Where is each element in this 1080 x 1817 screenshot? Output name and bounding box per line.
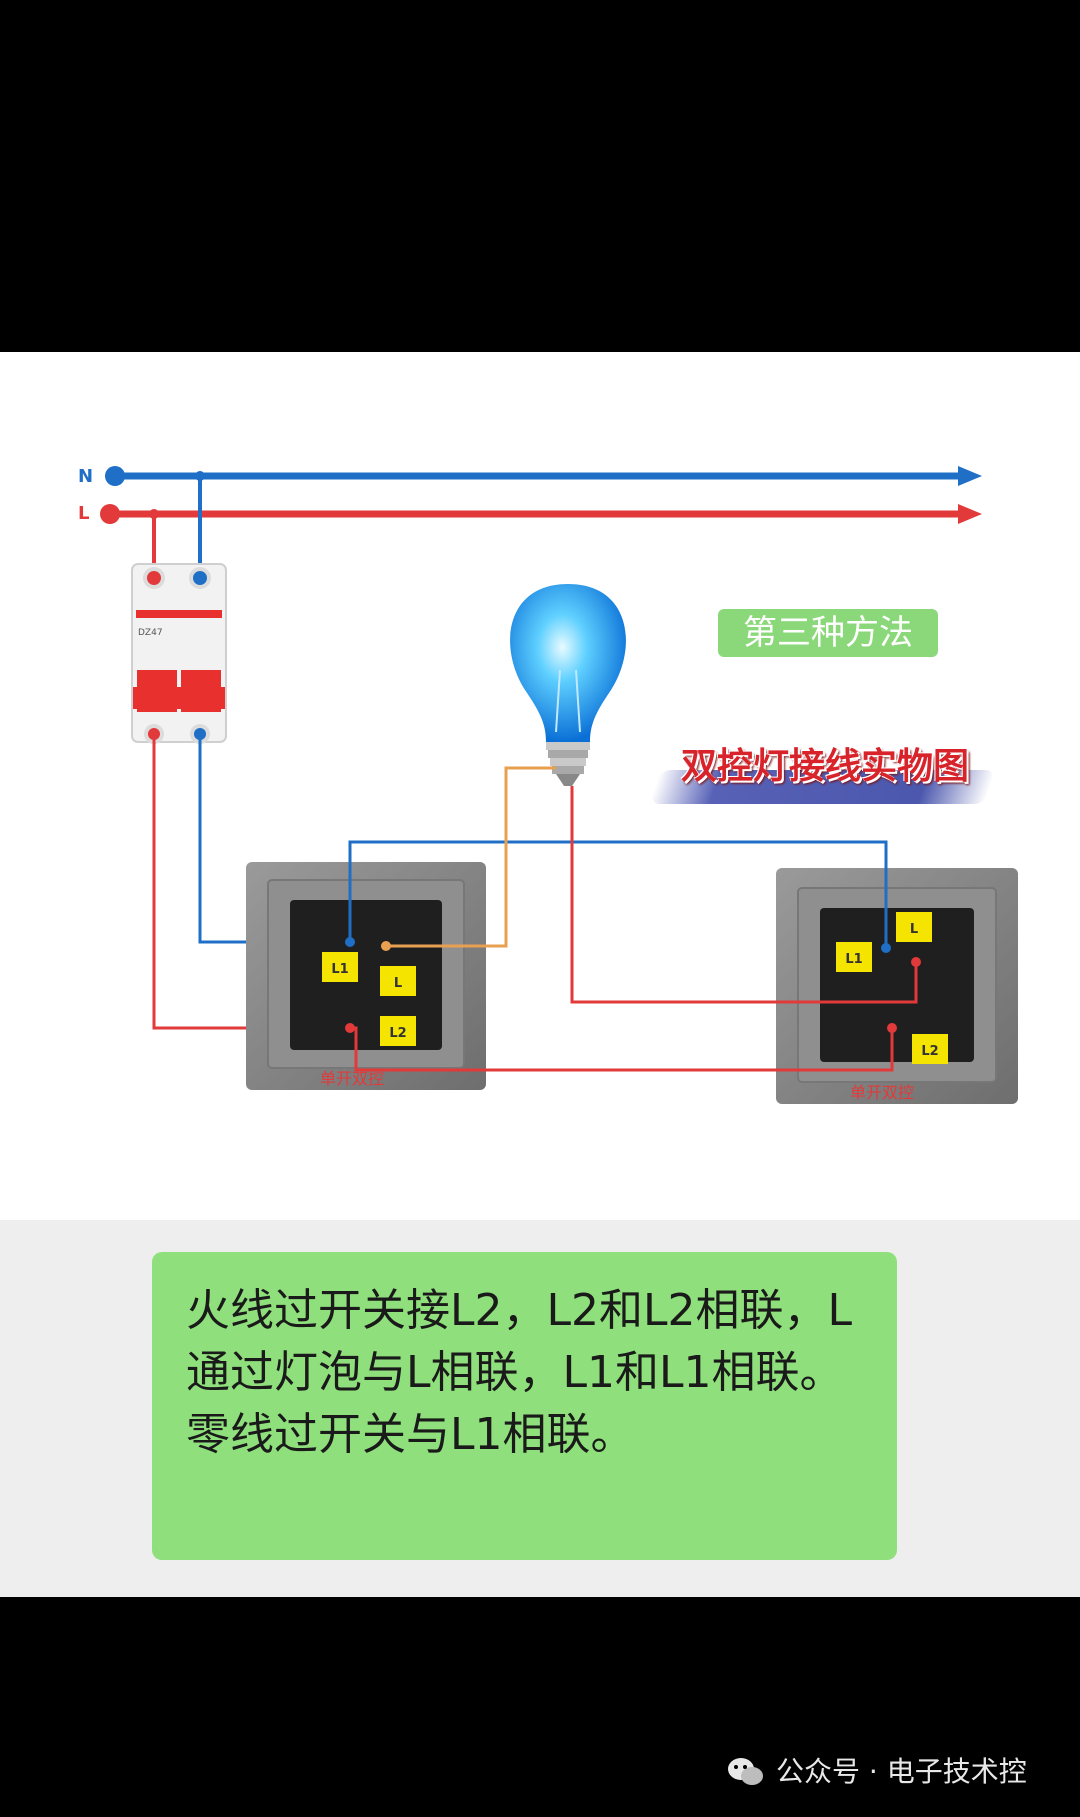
neutral-line: N — [78, 466, 982, 487]
l1-interconnect-wire — [348, 840, 888, 948]
live-line-label: L — [78, 503, 89, 524]
left-terminal-l2: L2 — [389, 1026, 406, 1041]
note-line-1: 火线过开关接L2，L2和L2相联，L通过灯泡与L相联，L1和L1相联。 — [186, 1285, 853, 1398]
method-tag: 第三种方法 — [718, 609, 938, 657]
watermark-text: 公众号 · 电子技术控 — [776, 1755, 1027, 1788]
note-line-2: 零线过开关与L1相联。 — [186, 1409, 635, 1460]
lamp-return-wire — [570, 786, 918, 1004]
bottom-black-band — [0, 1597, 1080, 1817]
wiring-diagram: N L DZ47 — [78, 466, 1018, 1104]
left-switch: L1 L L2 单开双控 — [246, 862, 486, 1090]
left-switch-caption: 单开双控 — [320, 1069, 384, 1088]
right-terminal-l1: L1 — [845, 952, 862, 967]
right-terminal-l: L — [910, 922, 918, 937]
right-switch-caption: 单开双控 — [850, 1083, 914, 1102]
top-black-band — [0, 0, 1080, 352]
neutral-line-label: N — [78, 466, 93, 487]
left-terminal-l: L — [394, 976, 402, 991]
lamp-feed-wire — [386, 766, 556, 948]
right-switch: L L1 L2 单开双控 — [776, 868, 1018, 1104]
circuit-breaker: DZ47 — [131, 563, 227, 744]
breaker-model-text: DZ47 — [138, 628, 163, 638]
note-box: 火线过开关接L2，L2和L2相联，L通过灯泡与L相联，L1和L1相联。 零线过开… — [152, 1252, 897, 1560]
live-line: L — [78, 503, 982, 524]
right-terminal-l2: L2 — [921, 1044, 938, 1059]
left-terminal-l1: L1 — [331, 962, 348, 977]
watermark: 公众号 · 电子技术控 — [726, 1752, 1027, 1792]
light-bulb — [510, 584, 626, 786]
wechat-icon — [728, 1758, 763, 1785]
diagram-title: 双控灯接线实物图 — [680, 746, 969, 787]
